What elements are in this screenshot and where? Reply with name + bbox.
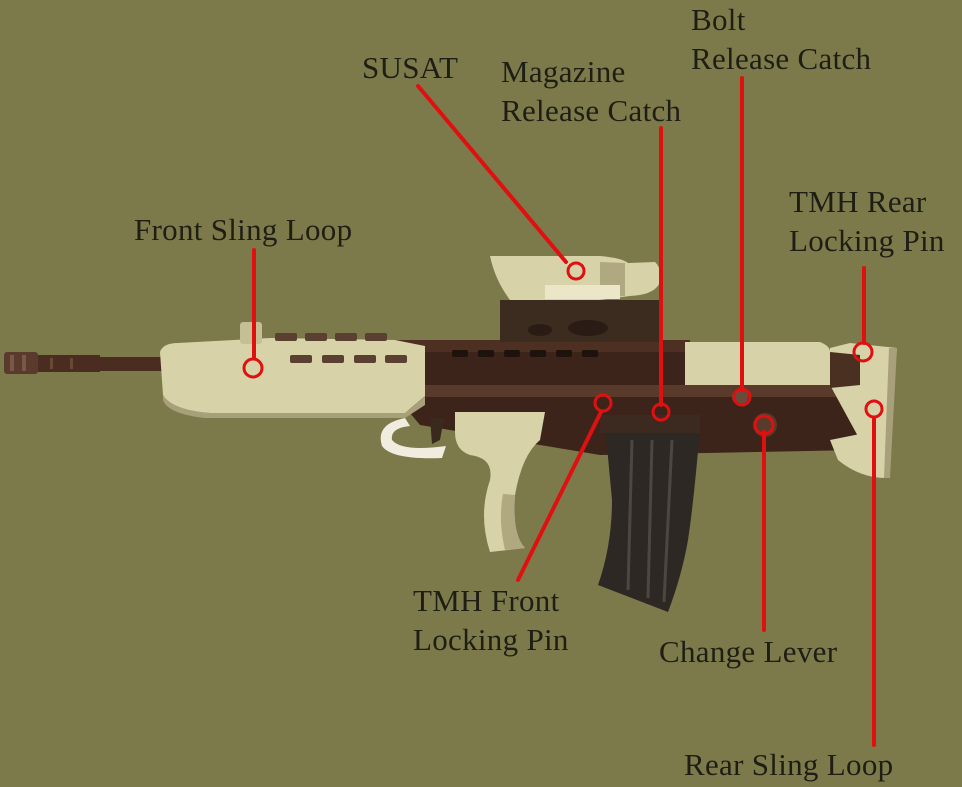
- hand-guard-shade: [163, 395, 425, 418]
- susat-label: SUSAT: [362, 48, 458, 87]
- tmh-rear-locking-pin-label: TMH Rear Locking Pin: [789, 182, 945, 260]
- rear-sling-line1: Rear Sling Loop: [684, 747, 894, 782]
- callout-lines: [252, 76, 876, 747]
- tmh-front-line1: TMH Front: [413, 583, 560, 618]
- magazine-ribs: [626, 439, 674, 603]
- tmh-front-locking-pin-label: TMH Front Locking Pin: [413, 581, 569, 659]
- magazine-release-marker: [651, 402, 671, 422]
- stock-shadow: [830, 352, 860, 388]
- callout-markers: [242, 261, 884, 436]
- hand-guard: [160, 338, 425, 413]
- rear-sling-loop-label: Rear Sling Loop: [684, 745, 893, 784]
- cheek-rest: [685, 342, 830, 385]
- flash-hider: [4, 352, 100, 374]
- magazine-release-line1: Magazine: [501, 54, 626, 89]
- receiver-lower-rail: [420, 385, 860, 397]
- front-sling-marker: [242, 357, 264, 379]
- magazine-well: [600, 415, 700, 433]
- hand-guard-slots: [275, 333, 407, 363]
- tmh-rear-marker: [852, 341, 874, 363]
- receiver-slots: [452, 350, 598, 357]
- susat-callout-line: [416, 84, 568, 264]
- rifle-illustration: [4, 256, 897, 612]
- magazine-release-catch-label: Magazine Release Catch: [501, 52, 681, 130]
- butt-plate: [884, 348, 897, 478]
- bolt-release-marker: [732, 387, 752, 407]
- tmh-front-callout-line: [516, 410, 603, 582]
- receiver-top: [395, 340, 690, 352]
- magazine-release-line2: Release Catch: [501, 93, 682, 128]
- tmh-rear-line1: TMH Rear: [789, 184, 927, 219]
- susat-marker: [566, 261, 586, 281]
- change-lever-label: Change Lever: [659, 632, 837, 671]
- bolt-release-catch-label: Bolt Release Catch: [691, 0, 871, 78]
- pistol-grip: [455, 412, 545, 552]
- front-sling-line1: Front Sling Loop: [134, 212, 353, 247]
- susat-sight: [490, 256, 661, 342]
- pistol-grip-shade: [500, 494, 525, 550]
- trigger: [430, 418, 444, 444]
- tmh-front-marker: [593, 393, 613, 413]
- change-lever-line1: Change Lever: [659, 634, 838, 669]
- front-sight-post: [240, 322, 262, 344]
- tmh-front-line2: Locking Pin: [413, 622, 569, 657]
- tmh-rear-line2: Locking Pin: [789, 223, 945, 258]
- front-sling-loop-label: Front Sling Loop: [134, 210, 352, 249]
- rear-sling-marker: [864, 399, 884, 419]
- bolt-release-line1: Bolt: [691, 2, 746, 37]
- bolt-release-line2: Release Catch: [691, 41, 872, 76]
- change-lever-marker: [753, 414, 775, 436]
- barrel: [100, 357, 170, 371]
- trigger-guard: [380, 418, 446, 459]
- susat-label-line1: SUSAT: [362, 50, 459, 85]
